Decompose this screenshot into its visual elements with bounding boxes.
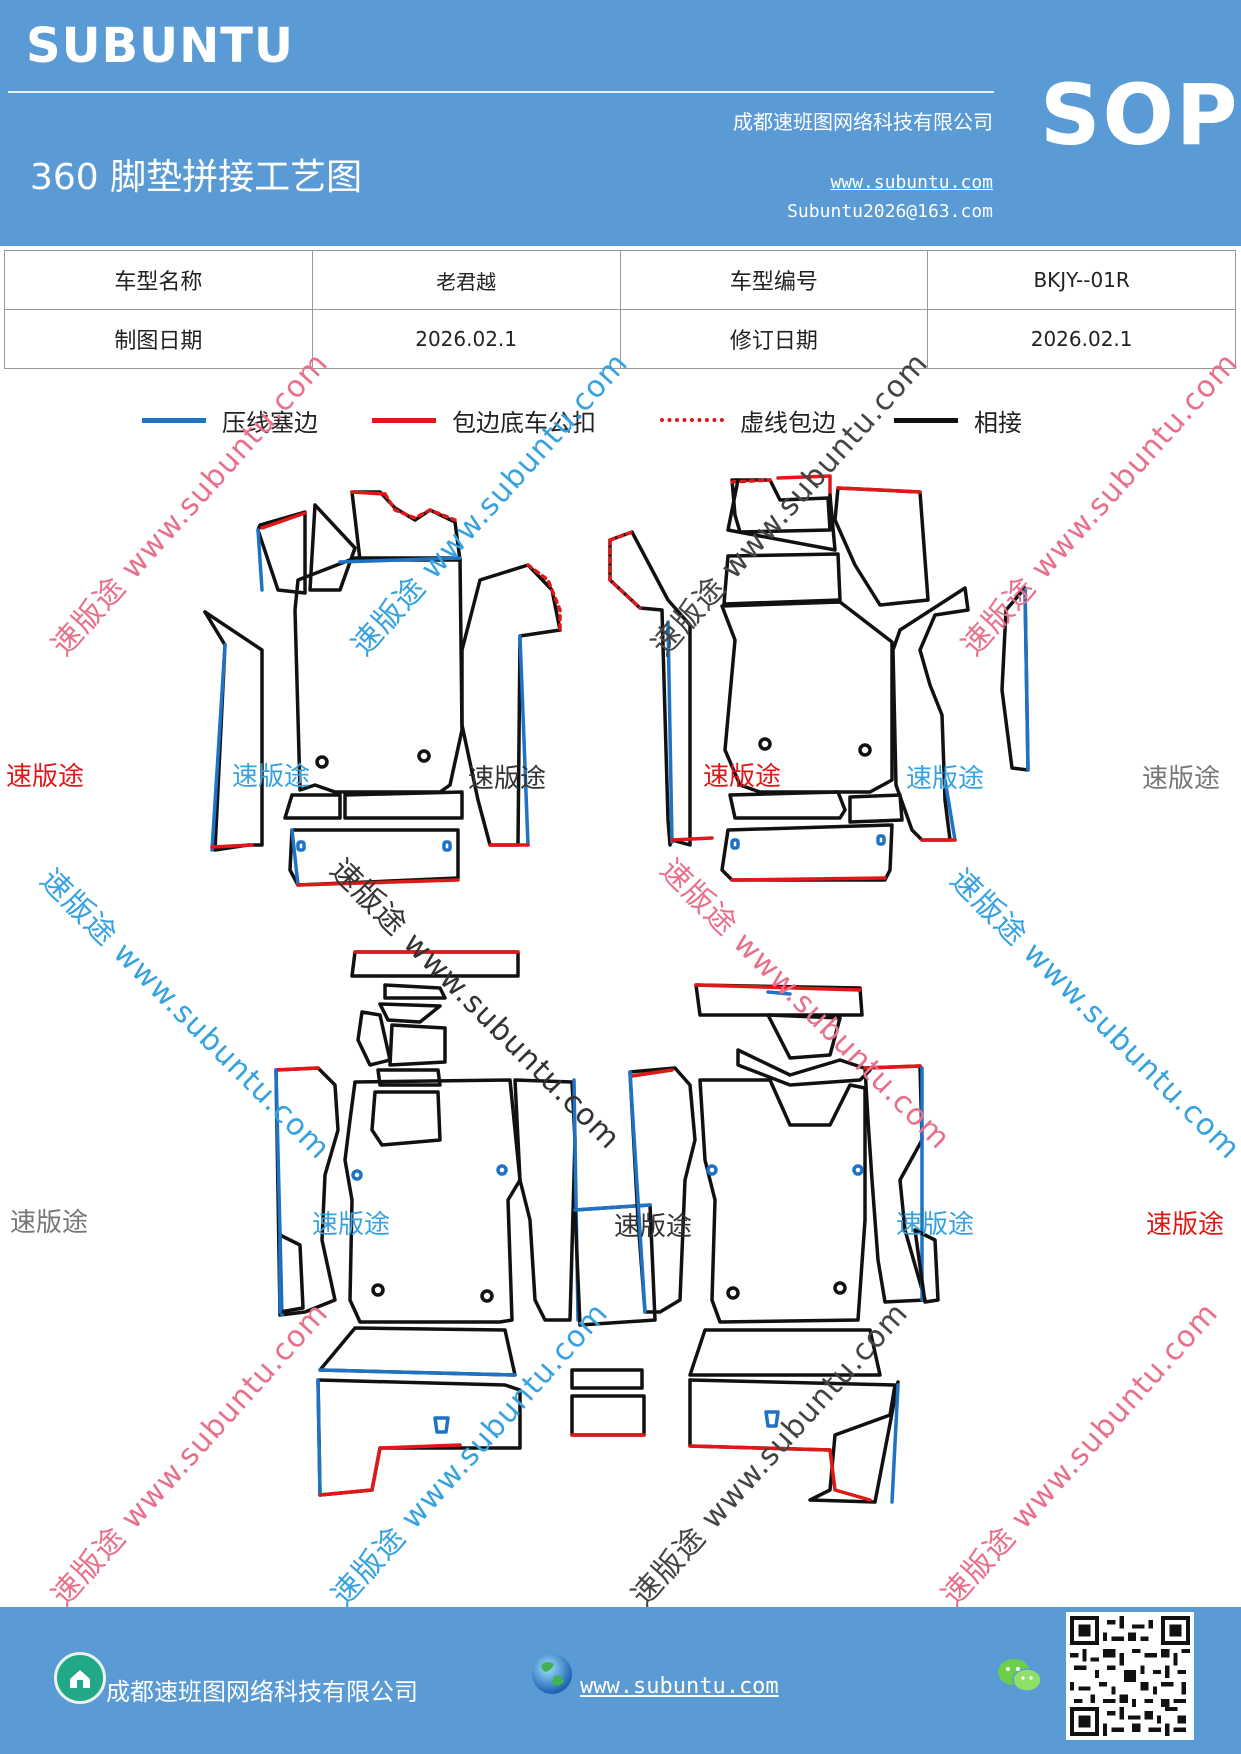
sop-badge: SOP bbox=[1040, 66, 1240, 164]
page-title: 360 脚垫拼接工艺图 bbox=[30, 157, 363, 198]
model-code-label: 车型编号 bbox=[619, 250, 929, 310]
model-name-label: 车型名称 bbox=[4, 250, 313, 310]
legend-item-wrap-edge: 包边底车公扣 bbox=[372, 400, 596, 440]
mat-set-front-right bbox=[608, 474, 1030, 882]
globe-icon bbox=[528, 1650, 576, 1698]
mat-set-front-left bbox=[203, 490, 562, 887]
legend-label: 压线塞边 bbox=[222, 408, 318, 437]
legend-label: 相接 bbox=[974, 408, 1022, 437]
table-row: 制图日期 2026.02.1 修订日期 2026.02.1 bbox=[4, 309, 1236, 369]
header-banner: SUBUNTU 成都速班图网络科技有限公司 360 脚垫拼接工艺图 www.su… bbox=[0, 0, 1241, 246]
legend-swatch-red-dotted bbox=[660, 418, 724, 422]
model-code-value: BKJY--01R bbox=[927, 250, 1236, 310]
wechat-icon[interactable] bbox=[996, 1656, 1044, 1696]
legend: 压线塞边 包边底车公扣 虚线包边 相接 bbox=[0, 400, 1241, 440]
legend-swatch-black bbox=[894, 417, 958, 423]
legend-item-press-line: 压线塞边 bbox=[142, 400, 318, 440]
legend-label: 虚线包边 bbox=[740, 408, 836, 437]
revise-date-label: 修订日期 bbox=[619, 309, 929, 369]
mat-drawing bbox=[203, 474, 1030, 1504]
mat-set-rear-right bbox=[628, 983, 940, 1504]
draw-date-label: 制图日期 bbox=[4, 309, 313, 369]
header-website-link[interactable]: www.subuntu.com bbox=[830, 172, 993, 193]
legend-swatch-blue bbox=[142, 417, 206, 423]
draw-date-value: 2026.02.1 bbox=[311, 309, 621, 369]
info-table: 车型名称 老君越 车型编号 BKJY--01R 制图日期 2026.02.1 修… bbox=[4, 250, 1236, 369]
header-email[interactable]: Subuntu2026@163.com bbox=[787, 201, 993, 222]
brand-logo: SUBUNTU bbox=[26, 18, 294, 74]
footer-website-link[interactable]: www.subuntu.com bbox=[580, 1674, 779, 1699]
home-icon bbox=[54, 1652, 106, 1704]
table-row: 车型名称 老君越 车型编号 BKJY--01R bbox=[4, 250, 1236, 310]
model-name-value: 老君越 bbox=[311, 250, 621, 310]
legend-label: 包边底车公扣 bbox=[452, 408, 596, 437]
legend-swatch-red bbox=[372, 417, 436, 423]
legend-item-dashed-edge: 虚线包边 bbox=[660, 400, 836, 440]
legend-item-join: 相接 bbox=[894, 400, 1022, 440]
header-company: 成都速班图网络科技有限公司 bbox=[733, 110, 993, 134]
revise-date-value: 2026.02.1 bbox=[927, 309, 1236, 369]
mat-set-rear-left bbox=[274, 950, 657, 1497]
header-divider bbox=[8, 91, 994, 93]
qr-code bbox=[1066, 1612, 1194, 1740]
footer-company: 成都速班图网络科技有限公司 bbox=[106, 1678, 418, 1706]
